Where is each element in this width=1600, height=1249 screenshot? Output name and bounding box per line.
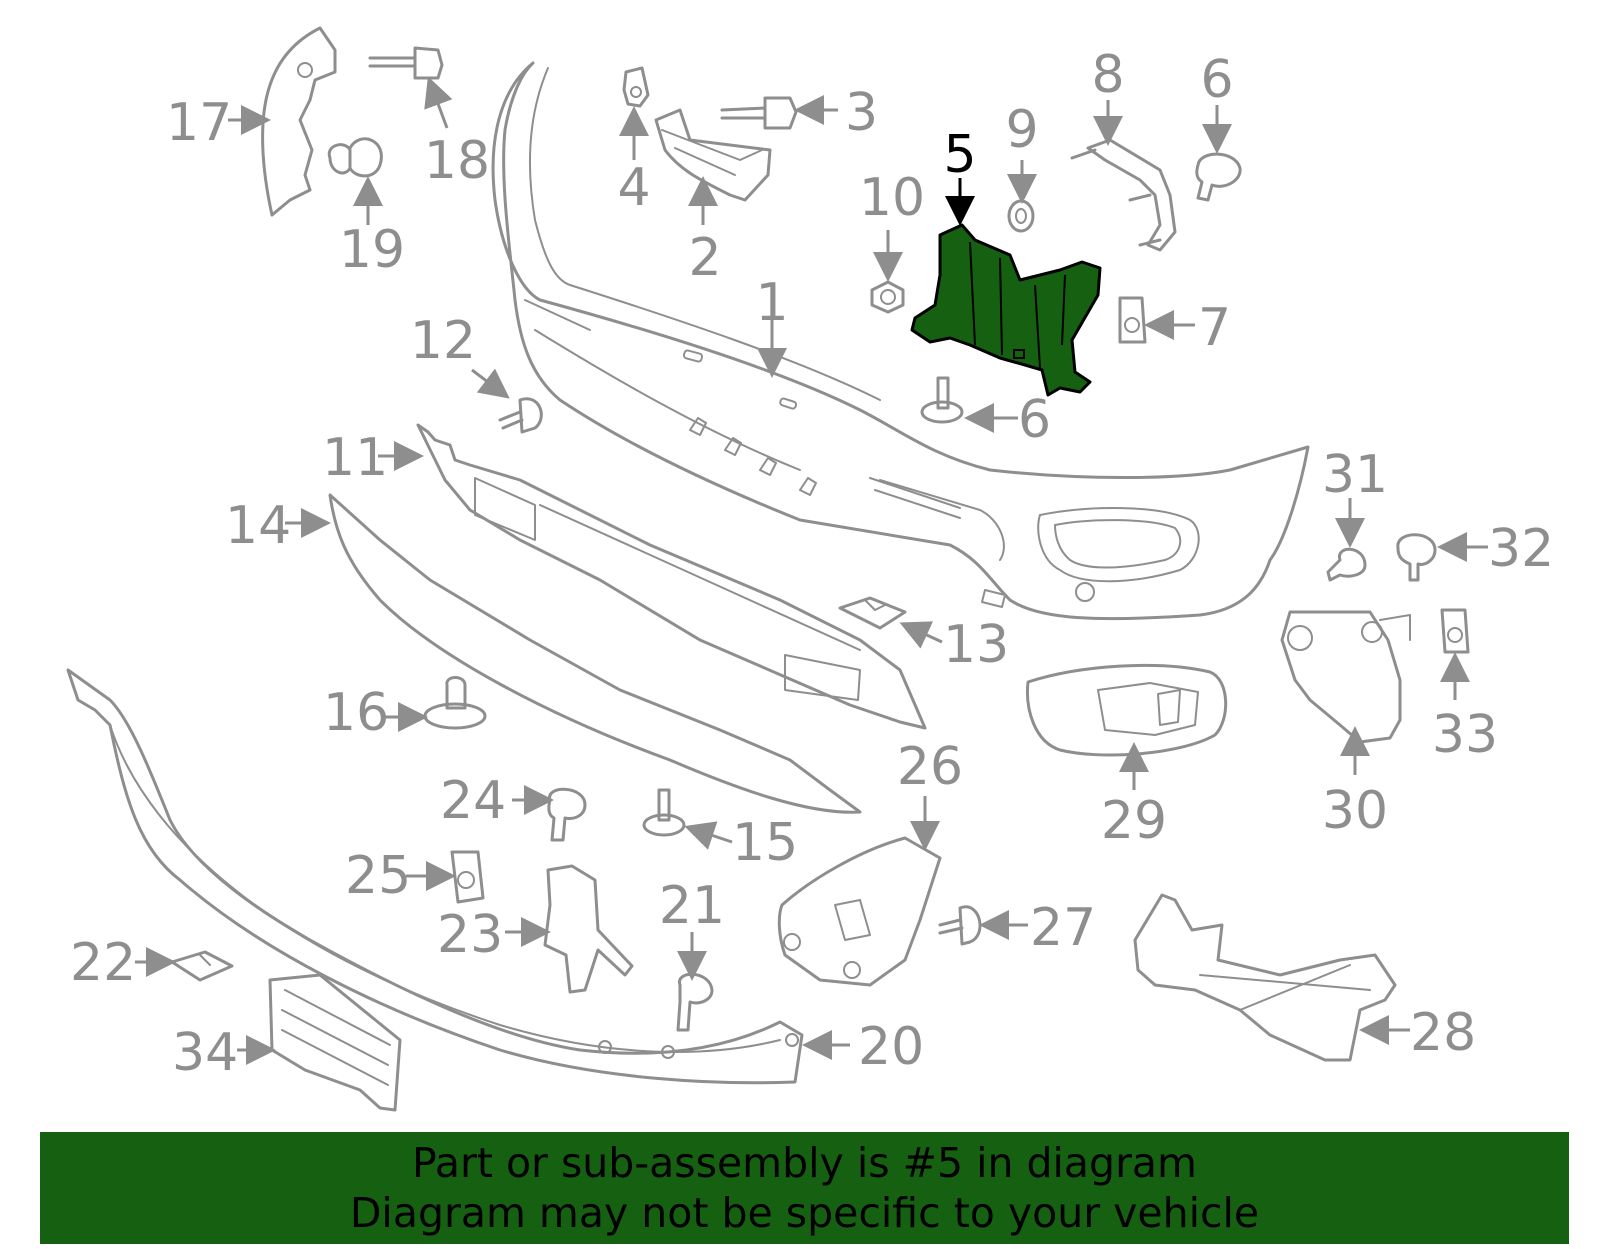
callout-22: 22 [70,933,136,993]
part-20-lower-valance[interactable] [66,668,804,1085]
callout-33: 33 [1432,705,1498,765]
part-5-highlighted-bracket[interactable] [910,223,1102,397]
callout-17: 17 [166,93,232,153]
part-22-clip-nut[interactable] [170,950,234,982]
callout-19: 19 [339,220,405,280]
callout-16: 16 [323,683,389,743]
part-11-energy-absorber[interactable] [416,423,927,730]
part-12-bolt[interactable] [498,397,543,434]
callout-7: 7 [1198,298,1231,358]
callout-8: 8 [1091,45,1124,105]
callout-6-lower: 6 [1018,390,1051,450]
part-23-bracket[interactable] [543,864,634,994]
disclaimer-banner: Part or sub-assembly is #5 in diagram Di… [40,1132,1569,1244]
callout-1: 1 [755,273,788,333]
callout-14: 14 [225,496,291,556]
callout-21: 21 [659,876,725,936]
disclaimer-line-2: Diagram may not be specific to your vehi… [349,1189,1260,1237]
part-17-side-bracket[interactable] [261,26,337,217]
part-32-fastener[interactable] [1396,533,1437,582]
part-28-lower-bracket[interactable] [1133,893,1397,1062]
part-1-bumper-cover[interactable] [491,61,1310,621]
callout-23: 23 [437,905,503,965]
part-33-clip[interactable] [1440,608,1470,654]
callout-20: 20 [858,1017,924,1077]
callout-labels: 1 2 3 4 5 6 6 7 8 9 10 11 12 13 14 15 16… [70,45,1554,1083]
part-6-lower-push-pin[interactable] [920,376,964,424]
callout-29: 29 [1101,791,1167,851]
callout-10: 10 [859,168,925,228]
part-16-push-pin[interactable] [423,676,487,730]
callout-31: 31 [1322,445,1388,505]
part-2-bracket[interactable] [654,108,772,202]
callout-28: 28 [1410,1003,1476,1063]
part-26-lamp-bracket[interactable] [777,836,942,987]
part-15-push-pin[interactable] [642,788,686,837]
part-7-clip-nut[interactable] [1118,296,1147,344]
callout-15: 15 [732,813,798,873]
callout-34: 34 [172,1023,238,1083]
callout-13: 13 [943,615,1009,675]
part-3-bolt[interactable] [720,96,798,130]
part-21-bolt[interactable] [676,972,714,1032]
part-4-clip[interactable] [622,66,650,108]
callout-26: 26 [897,737,963,797]
part-13-clip[interactable] [838,596,907,630]
callout-27: 27 [1030,898,1096,958]
disclaimer-line-1: Part or sub-assembly is #5 in diagram [412,1139,1197,1187]
callout-25: 25 [345,846,411,906]
part-19-clip[interactable] [327,137,383,178]
callout-24: 24 [440,771,506,831]
callout-9: 9 [1005,100,1038,160]
callout-11: 11 [322,428,388,488]
callout-32: 32 [1488,519,1554,579]
part-14-lower-absorber[interactable] [328,493,862,814]
callout-5-highlighted: 5 [943,125,976,185]
part-10-nut[interactable] [870,280,905,314]
part-31-bolt[interactable] [1326,547,1367,582]
callout-18: 18 [424,131,490,191]
callout-4: 4 [617,158,650,218]
callout-12: 12 [410,311,476,371]
part-9-washer[interactable] [1007,199,1035,233]
part-25-clip[interactable] [450,850,485,904]
part-24-bolt[interactable] [547,787,587,842]
part-29-fog-lamp-bezel[interactable] [1025,663,1228,757]
part-8-stud-bracket[interactable] [1070,138,1177,252]
part-6-upper-fastener[interactable] [1195,152,1242,202]
part-27-bolt[interactable] [938,905,982,946]
part-30-fog-lamp[interactable] [1280,610,1411,744]
callout-3: 3 [845,83,878,143]
callout-30: 30 [1322,781,1388,841]
part-34-license-bracket[interactable] [268,973,402,1112]
callout-2: 2 [688,228,721,288]
leader-lines [135,76,1488,1065]
callout-6-upper: 6 [1200,50,1233,110]
part-18-bolt[interactable] [368,46,444,80]
